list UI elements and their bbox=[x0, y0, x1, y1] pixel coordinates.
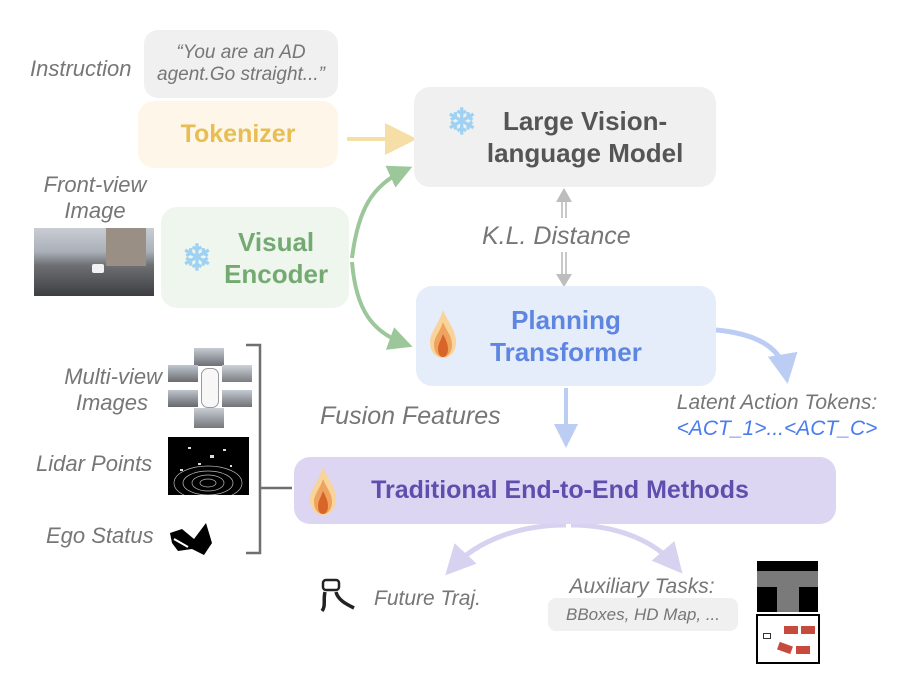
kl-double-arrow bbox=[556, 188, 572, 287]
instruction-text-box: “You are an AD agent.Go straight...” bbox=[144, 30, 338, 98]
bboxes-image bbox=[756, 614, 820, 664]
arrow-e2e-to-traj bbox=[445, 522, 567, 576]
instruction-text-line2: agent.Go straight...” bbox=[157, 64, 325, 85]
sensor-bracket bbox=[246, 343, 292, 555]
flame-icon bbox=[430, 310, 456, 358]
latent-tokens: <ACT_1>...<ACT_C> bbox=[676, 417, 878, 440]
e2e-label: Traditional End-to-End Methods bbox=[371, 476, 749, 504]
hd-map-image bbox=[757, 561, 818, 612]
planning-transformer-box: Planning Transformer bbox=[416, 286, 716, 386]
fusion-features-label: Fusion Features bbox=[320, 402, 501, 430]
aux-tasks-items: BBoxes, HD Map, ... bbox=[566, 604, 720, 624]
tokenizer-label: Tokenizer bbox=[180, 120, 296, 148]
aux-tasks-title: Auxiliary Tasks: bbox=[569, 575, 715, 598]
planning-label-line2: Transformer bbox=[490, 337, 642, 367]
front-view-label-line2: Image bbox=[64, 198, 126, 223]
future-traj-label: Future Traj. bbox=[374, 587, 481, 610]
e2e-methods-box: Traditional End-to-End Methods bbox=[294, 457, 836, 524]
front-view-label: Front-view Image bbox=[30, 172, 160, 224]
lidar-label: Lidar Points bbox=[36, 451, 153, 476]
instruction-label: Instruction bbox=[30, 56, 132, 81]
instruction-text-line1: “You are an AD bbox=[176, 42, 306, 63]
vlm-box: ❄ Large Vision- language Model bbox=[414, 87, 716, 187]
multiview-label: Multi-view Images bbox=[30, 364, 162, 416]
encoder-label-line1: Visual bbox=[238, 226, 315, 257]
latent-title: Latent Action Tokens: bbox=[676, 391, 878, 414]
snowflake-icon: ❄ bbox=[446, 101, 477, 142]
vlm-label-line1: Large Vision- bbox=[502, 106, 668, 136]
snowflake-icon: ❄ bbox=[181, 236, 213, 278]
front-view-image bbox=[34, 228, 154, 296]
multiview-label-line1: Multi-view bbox=[64, 364, 162, 389]
encoder-label-line2: Encoder bbox=[224, 258, 329, 289]
front-view-label-line1: Front-view bbox=[43, 172, 147, 197]
aux-tasks-items-box: BBoxes, HD Map, ... bbox=[548, 598, 738, 631]
trajectory-car-icon bbox=[320, 578, 355, 612]
ego-status-icon bbox=[170, 523, 212, 555]
flame-icon bbox=[310, 467, 336, 515]
tokenizer-box: Tokenizer bbox=[138, 101, 338, 168]
ego-status-label: Ego Status bbox=[46, 523, 154, 548]
vlm-label-line2: language Model bbox=[486, 138, 684, 168]
arrow-encoder-to-planning bbox=[350, 261, 413, 350]
latent-action-tokens: Latent Action Tokens: <ACT_1>...<ACT_C> bbox=[650, 390, 904, 442]
ego-car-icon bbox=[201, 368, 219, 408]
multiview-label-line2: Images bbox=[75, 390, 148, 415]
lidar-image bbox=[168, 437, 249, 495]
arrow-e2e-to-aux bbox=[570, 522, 683, 574]
visual-encoder-box: ❄ Visual Encoder bbox=[161, 207, 349, 308]
arrow-planning-to-latent bbox=[715, 327, 798, 384]
arrow-encoder-to-vlm bbox=[350, 165, 413, 259]
multiview-images bbox=[166, 348, 256, 430]
kl-distance-label: K.L. Distance bbox=[482, 222, 631, 250]
planning-label-line1: Planning bbox=[511, 305, 621, 335]
